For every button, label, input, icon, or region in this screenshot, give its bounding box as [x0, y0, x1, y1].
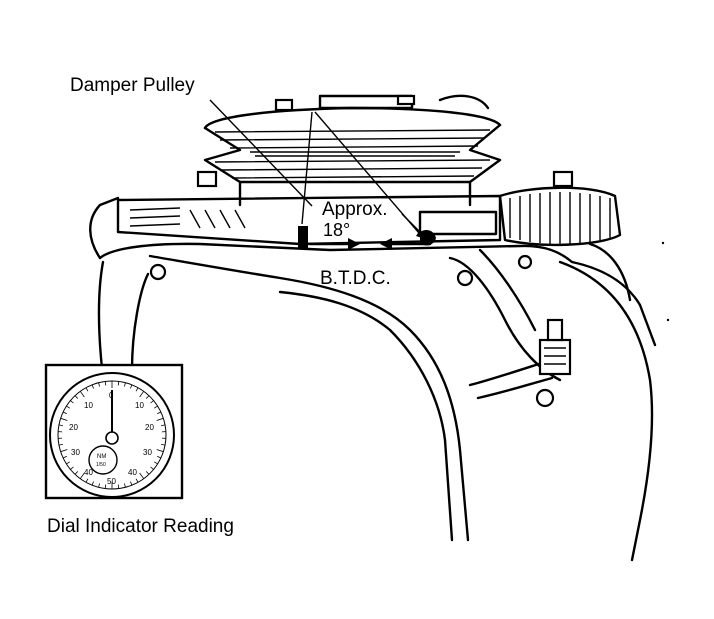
dial-tick: [60, 449, 68, 453]
dial-tick: [139, 391, 145, 398]
dial-tick: [98, 483, 100, 488]
speck: [666, 318, 670, 322]
dial-tick: [135, 478, 139, 483]
dial-tick: [124, 382, 126, 387]
dial-tick: [150, 466, 154, 470]
label-btdc: B.T.D.C.: [320, 268, 391, 289]
dial-tick: [62, 455, 67, 459]
dial-tick: [66, 405, 70, 409]
dial-tick: [161, 424, 166, 427]
dial-tick: [98, 382, 100, 387]
dial-tick: [58, 424, 63, 427]
timing-cover: [116, 194, 502, 246]
dial-tick: [70, 466, 74, 470]
dial-tick: [156, 449, 164, 453]
dial-number-10r: 10: [135, 401, 144, 410]
dial-tick: [62, 411, 67, 415]
dial-tick: [139, 472, 145, 479]
dial-numbers: 0 10 20 30 40 50 40 30 20 10 NM 1/50: [69, 391, 154, 486]
dial-tick: [124, 483, 126, 488]
label-dial-reading: Dial Indicator Reading: [47, 516, 234, 537]
dial-tick: [66, 461, 70, 465]
dial-indicator-panel: [44, 363, 184, 500]
label-damper-pulley: Damper Pulley: [70, 75, 195, 96]
dial-tick: [157, 411, 162, 415]
dial-number-40r: 40: [128, 468, 137, 477]
dial-number-10l: 10: [84, 401, 93, 410]
clamp-bracket: [538, 318, 572, 376]
dial-number-40l: 40: [84, 468, 93, 477]
dial-tick: [104, 484, 107, 489]
cam-gear: [498, 170, 632, 302]
label-angle: 18°: [323, 220, 350, 240]
dial-tick: [154, 461, 158, 465]
label-approx: Approx.: [322, 199, 387, 220]
dial-tick: [91, 481, 94, 486]
speck: [661, 241, 665, 245]
dial-tick: [91, 384, 94, 389]
engine-housing: [89, 196, 657, 562]
dial-inner-bottom: 1/50: [96, 462, 106, 468]
dial-tick: [154, 405, 158, 409]
damper-pulley: [196, 94, 502, 207]
dial-tick: [157, 455, 162, 459]
dial-number-20l: 20: [69, 423, 78, 432]
dial-tick: [79, 472, 85, 479]
dial-tick: [161, 443, 166, 446]
dial-number-50: 50: [107, 477, 116, 486]
dial-tick: [156, 417, 164, 421]
dial-tick: [117, 381, 120, 386]
dial-tick: [85, 478, 89, 483]
dial-ticks: [58, 381, 166, 489]
dial-tick: [85, 387, 89, 392]
dial-tick: [70, 400, 74, 404]
dial-tick: [60, 417, 68, 421]
dial-tick: [74, 395, 79, 399]
dial-tick: [117, 484, 120, 489]
timing-marks: [298, 210, 498, 250]
dial-tick: [150, 400, 154, 404]
leader-lines: [209, 99, 428, 241]
dial-tick: [58, 443, 63, 446]
dial-tick: [130, 481, 133, 486]
dial-number-30r: 30: [143, 448, 152, 457]
bolt-holes: [149, 254, 555, 408]
dial-number-0: 0: [109, 391, 114, 400]
dial-tick: [104, 381, 107, 386]
dial-tick: [79, 391, 85, 398]
dial-tick: [74, 471, 79, 475]
dial-tick: [135, 387, 139, 392]
dial-inner-top: NM: [97, 454, 106, 460]
dial-tick: [145, 471, 150, 475]
dial-number-20r: 20: [145, 423, 154, 432]
dial-tick: [145, 395, 150, 399]
dial-number-30l: 30: [71, 448, 80, 457]
dial-tick: [130, 384, 133, 389]
